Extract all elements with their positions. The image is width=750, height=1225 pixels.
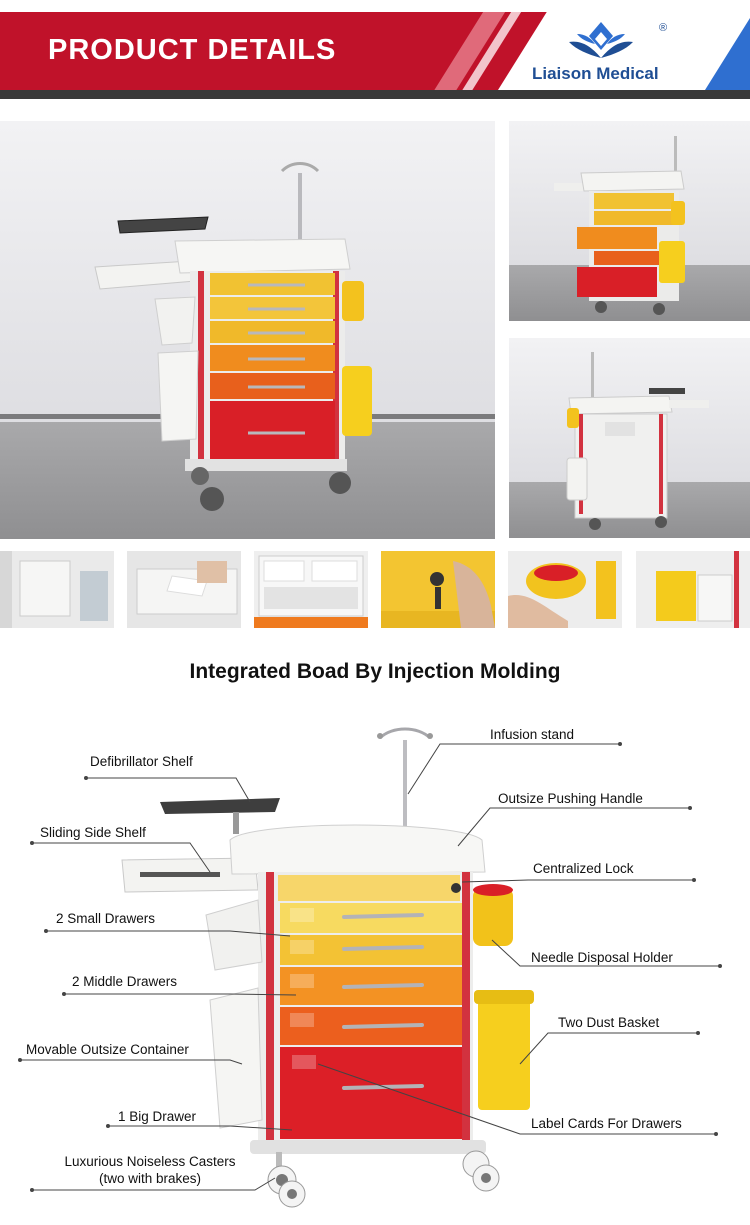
callout-sliding-side-shelf: Sliding Side Shelf: [40, 825, 146, 840]
header-banner: PRODUCT DETAILS Liaison Medical ®: [0, 12, 750, 90]
thumbnail-centralized-lock: [381, 551, 495, 628]
thumbnail-sliding-shelf: [127, 551, 241, 628]
callout-defibrillator-shelf: Defibrillator Shelf: [90, 754, 193, 769]
registered-mark: ®: [659, 22, 668, 34]
trolley-drawer-open-image: [554, 136, 685, 315]
thumbnail-drawer-contents: [254, 551, 368, 628]
callout-centralized-lock: Centralized Lock: [533, 861, 634, 876]
trolley-front-image: [94, 162, 372, 511]
callout-needle-holder: Needle Disposal Holder: [531, 950, 673, 965]
trolley-diagram-image: [18, 727, 722, 1208]
callout-middle-drawers: 2 Middle Drawers: [72, 974, 178, 989]
callout-casters: Luxurious Noiseless Casters (two with br…: [48, 1153, 252, 1187]
side-photo-back-view: [509, 338, 750, 538]
labeled-diagram: Defibrillator Shelf Sliding Side Shelf 2…: [0, 700, 750, 1225]
callout-pushing-handle: Outsize Pushing Handle: [498, 791, 643, 806]
side-photo-drawer-open: [509, 121, 750, 321]
header-divider: [0, 90, 750, 99]
callout-small-drawers: 2 Small Drawers: [56, 911, 156, 926]
page-title: PRODUCT DETAILS: [48, 34, 337, 66]
thumbnail-dust-basket: [0, 551, 114, 628]
brand-logo-icon: [569, 22, 633, 58]
diagram-title: Integrated Boad By Injection Molding: [189, 660, 561, 683]
thumbnail-needle-holder: [508, 551, 622, 628]
callout-casters-line2: (two with brakes): [98, 1171, 202, 1186]
callout-dust-basket: Two Dust Basket: [558, 1015, 660, 1030]
callout-outsize-container: Movable Outsize Container: [26, 1042, 189, 1057]
callout-infusion-stand: Infusion stand: [490, 727, 575, 742]
main-product-photo: [0, 121, 495, 539]
brand-name: Liaison Medical: [532, 64, 659, 83]
trolley-back-view-image: [566, 352, 709, 530]
callout-casters-line1: Luxurious Noiseless Casters: [64, 1154, 236, 1169]
callout-big-drawer: 1 Big Drawer: [118, 1109, 197, 1124]
thumbnail-yellow-basket: [636, 551, 750, 628]
callout-label-cards: Label Cards For Drawers: [531, 1116, 682, 1131]
